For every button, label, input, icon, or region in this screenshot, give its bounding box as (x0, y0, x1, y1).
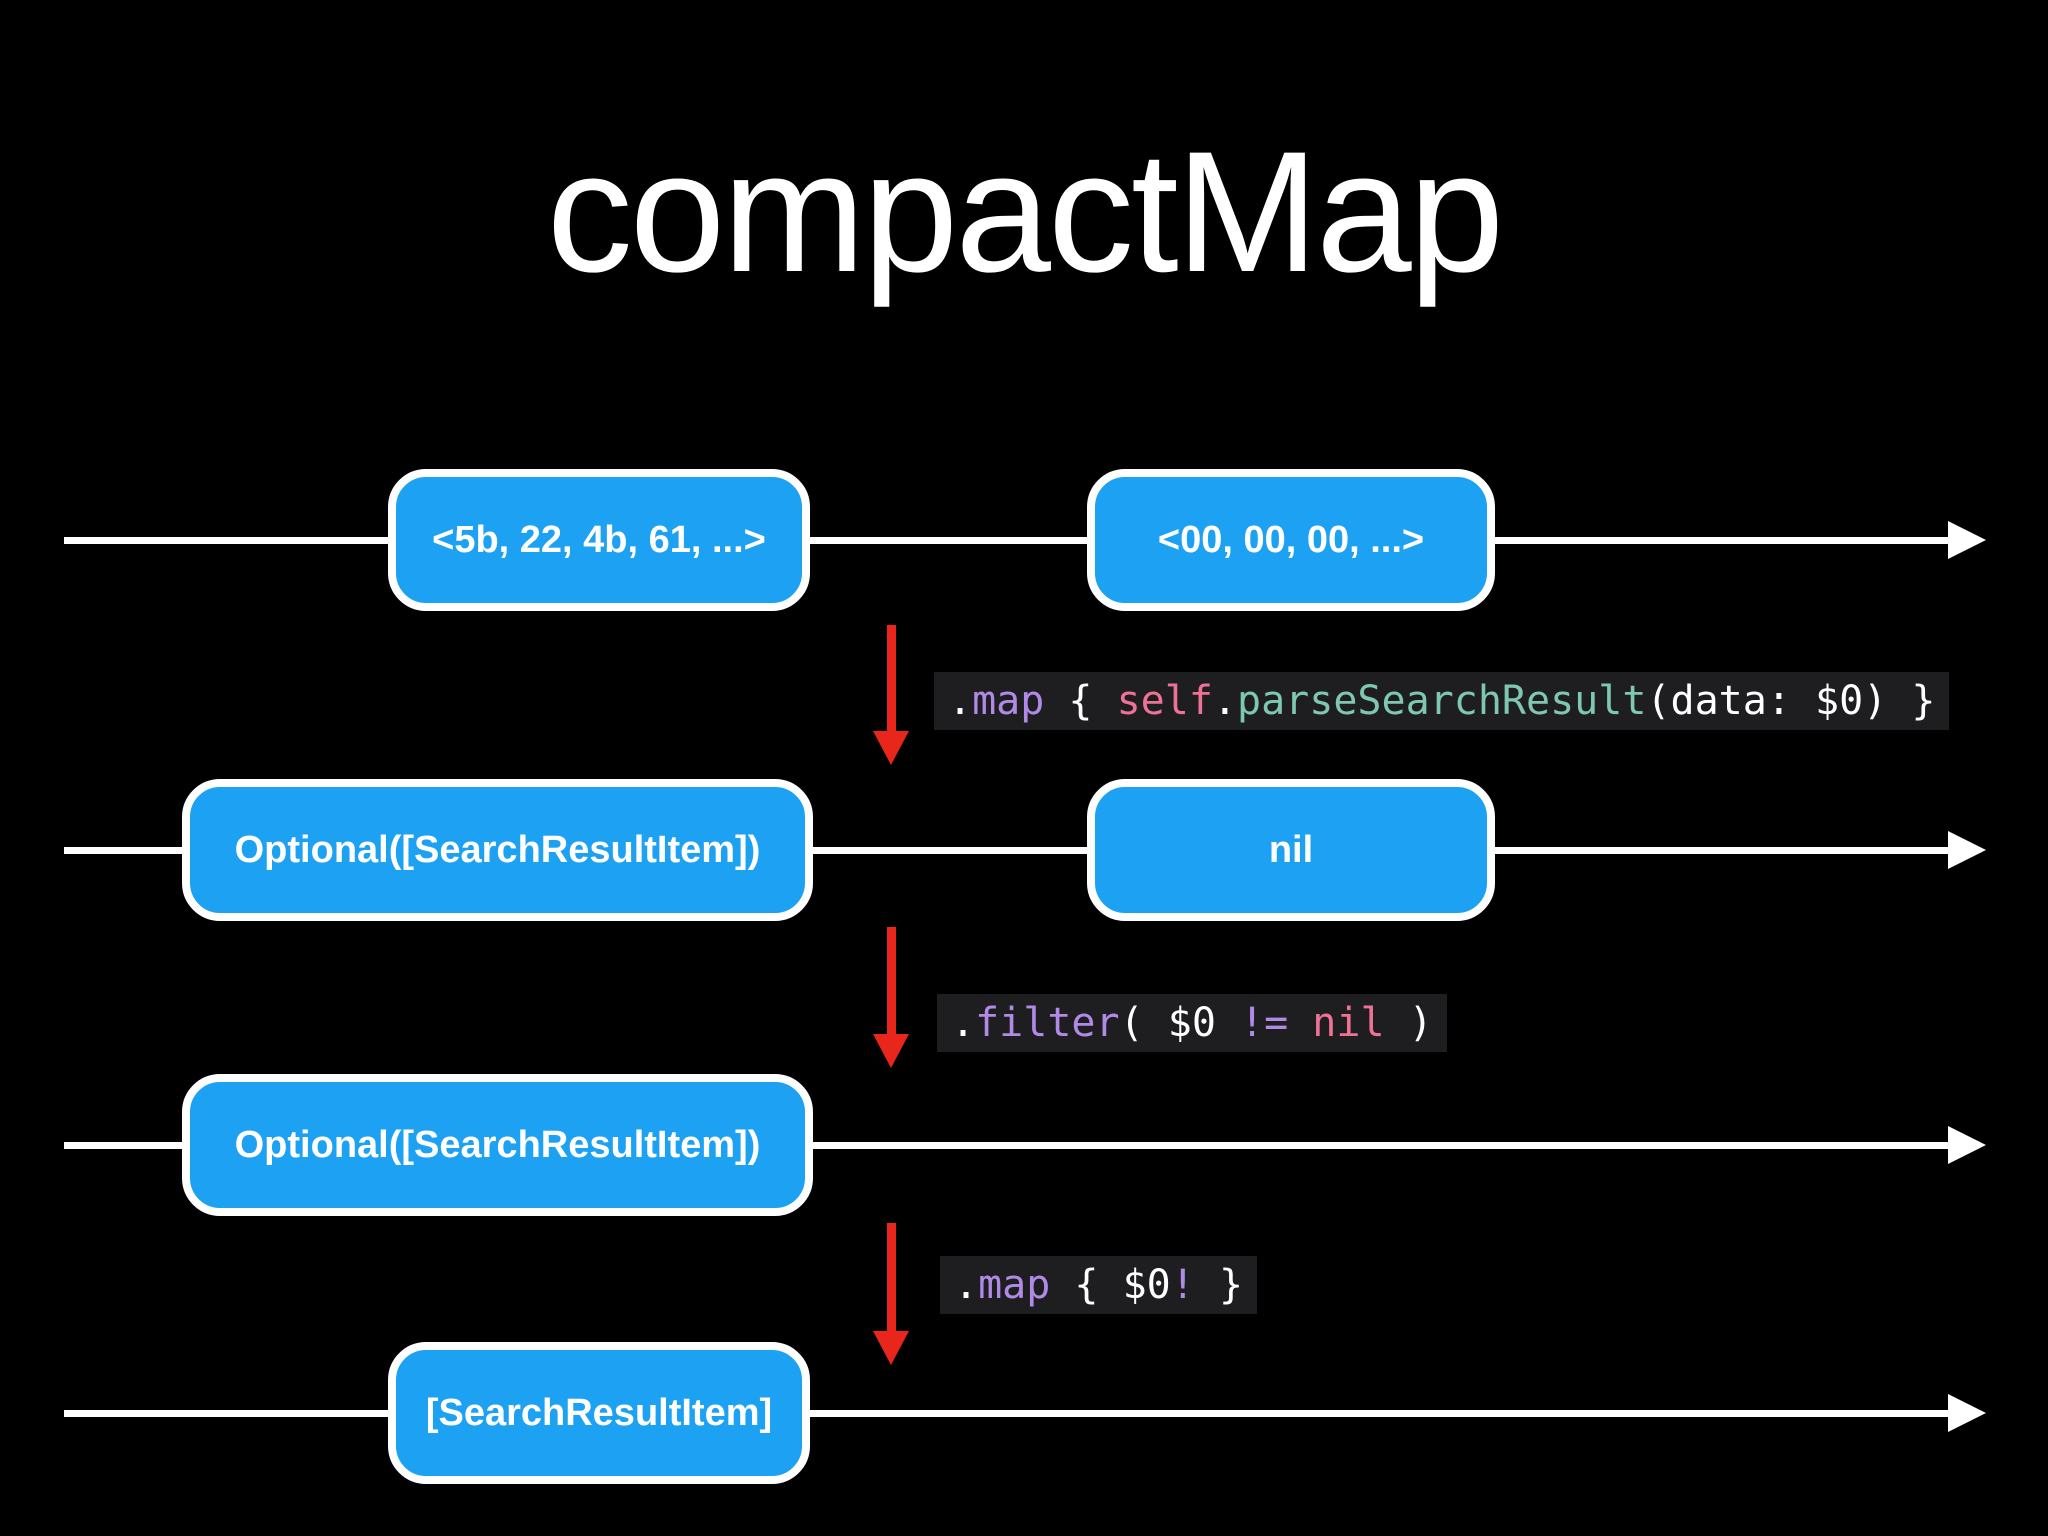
code-token: . (948, 678, 973, 724)
op-arrow-stem (887, 1223, 896, 1331)
code-token: parseSearchResult (1237, 678, 1647, 724)
event-box-label: Optional([SearchResultItem]) (234, 1123, 761, 1166)
code-token: != (1240, 1000, 1289, 1046)
code-token: ) (1384, 1000, 1433, 1046)
event-box: <5b, 22, 4b, 61, ...> (388, 469, 810, 611)
timeline-arrowhead-icon (1948, 1394, 1986, 1432)
event-box: Optional([SearchResultItem]) (182, 779, 813, 921)
timeline-arrowhead-icon (1948, 1126, 1986, 1164)
op-arrow-head-icon (873, 731, 909, 765)
code-token: filter (975, 1000, 1120, 1046)
timeline-arrowhead-icon (1948, 521, 1986, 559)
op-arrow-head-icon (873, 1331, 909, 1365)
code-token: . (954, 1262, 979, 1308)
event-box: Optional([SearchResultItem]) (182, 1074, 813, 1216)
timeline-line (64, 537, 1948, 544)
code-token: nil (1312, 1000, 1385, 1046)
event-box-label: <00, 00, 00, ...> (1157, 518, 1425, 561)
event-box: <00, 00, 00, ...> (1087, 469, 1495, 611)
op-arrow-stem (887, 625, 896, 731)
code-token (1288, 1000, 1312, 1046)
event-box: nil (1087, 779, 1495, 921)
timeline-line (64, 1410, 1948, 1417)
event-box-label: <5b, 22, 4b, 61, ...> (432, 518, 766, 561)
code-label: .filter( $0 != nil ) (937, 994, 1447, 1052)
code-token: { (1050, 1262, 1123, 1308)
code-token: ! (1170, 1262, 1195, 1308)
op-arrow-head-icon (873, 1034, 909, 1068)
code-label: .map { self.parseSearchResult(data: $0) … (934, 672, 1950, 730)
code-token: ( $0 (1119, 1000, 1241, 1046)
event-box: [SearchResultItem] (388, 1342, 810, 1484)
event-box-label: nil (1268, 828, 1314, 871)
event-box-label: Optional([SearchResultItem]) (234, 828, 761, 871)
code-token: map (978, 1262, 1051, 1308)
timeline-arrowhead-icon (1948, 831, 1986, 869)
code-token: $0 (1122, 1262, 1171, 1308)
code-token: self (1116, 678, 1213, 724)
code-token: } (1194, 1262, 1244, 1308)
op-arrow-stem (887, 927, 896, 1034)
timeline-line (64, 1142, 1948, 1149)
code-token: { (1044, 678, 1117, 724)
slide-title: compactMap (546, 116, 1505, 308)
code-token: (data: $0) } (1646, 678, 1936, 724)
code-token: . (951, 1000, 976, 1046)
code-label: .map { $0! } (940, 1256, 1258, 1314)
code-token: . (1212, 678, 1238, 724)
event-box-label: [SearchResultItem] (425, 1391, 773, 1434)
code-token: map (972, 678, 1045, 724)
timeline-line (64, 847, 1948, 854)
